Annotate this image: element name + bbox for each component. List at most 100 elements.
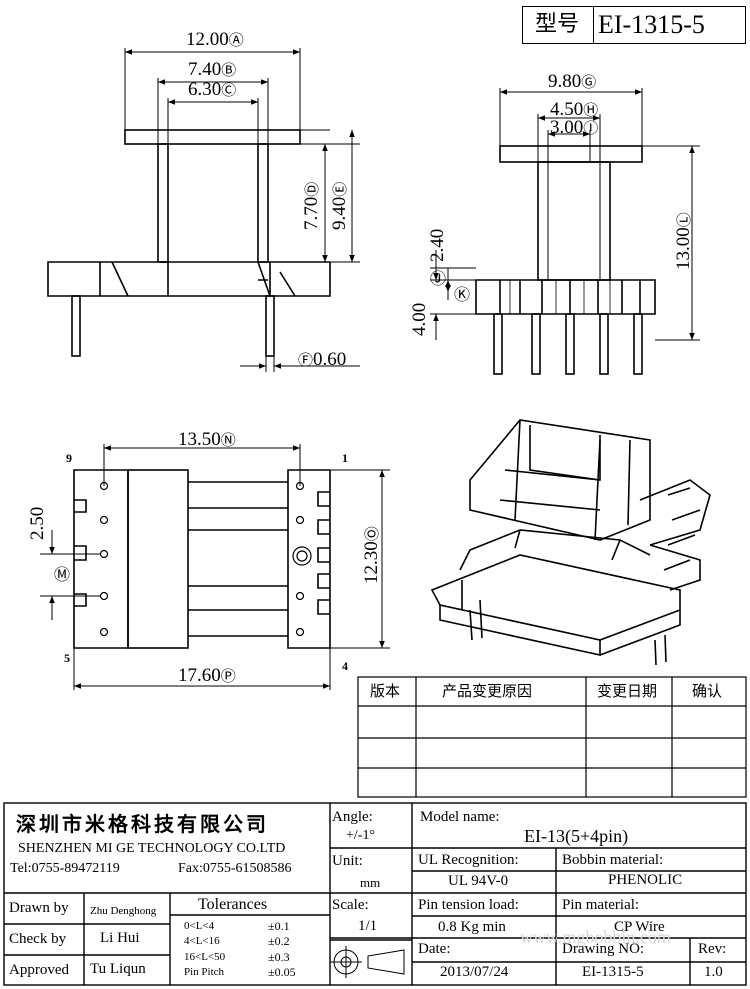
pin-label-9: 9 [66,451,72,465]
tol-value-4: ±0.05 [268,965,296,979]
pin-label-5: 5 [64,651,70,665]
ul-label: UL Recognition: [418,852,519,868]
rev-col-confirm: 确认 [692,682,723,700]
date-label: Date: [418,941,451,957]
bobbin-material-label: Bobbin material: [562,852,664,868]
header-box [522,5,746,44]
model-value: EI-13(5+4pin) [524,826,629,846]
dim-a-letter: Ⓐ [228,33,244,49]
revision-table [357,676,747,798]
tol-value-1: ±0.1 [268,919,290,933]
dim-k-value: 4.00 [409,302,430,336]
dim-b: 7.40Ⓑ [188,60,236,79]
part-number-title: EI-1315-5 [598,10,705,39]
dim-o-value: 12.30 [361,541,382,584]
dim-j-value: 2.40 [427,228,448,262]
tolerances-title: Tolerances [198,896,268,913]
bottom-dims [40,444,390,690]
dim-h-letter: Ⓗ [583,103,599,119]
company-tel: Tel:0755-89472119 [10,861,120,876]
dim-f-value: 0.60 [313,349,347,370]
type-label: 型号 [535,12,580,37]
dim-b-letter: Ⓑ [221,63,237,79]
rev-col-reason: 产品变更原因 [442,682,533,700]
dim-f: Ⓕ0.60 [298,350,346,369]
dim-o: 12.30Ⓞ [361,526,382,584]
company-name-en: SHENZHEN MI GE TECHNOLOGY CO.LTD [18,841,286,856]
company-fax: Fax:0755-61508586 [178,861,292,876]
dim-d: 7.70Ⓓ [301,181,322,230]
rev-value: 1.0 [704,964,723,980]
dim-l-letter: Ⓛ [677,212,693,228]
unit-value: mm [360,875,381,890]
dim-n-value: 13.50 [178,429,221,450]
dim-a: 12.00Ⓐ [186,30,244,49]
scale-value: 1/1 [358,918,378,934]
dim-i-letter: Ⓘ [583,121,599,137]
pin-tension-value: 0.8 Kg min [438,919,506,935]
company-name-cn: 深圳市米格科技有限公司 [16,812,269,836]
dim-h: 4.50Ⓗ [550,100,598,119]
front-dims [124,48,360,372]
dim-i-value: 3.00 [550,117,584,138]
watermark-url: www.mgbobbin.com [520,927,671,947]
dim-b-value: 7.40 [188,59,222,80]
pin-label-1: 1 [342,451,348,465]
dim-g-value: 9.80 [548,71,582,92]
dim-h-value: 4.50 [550,99,584,120]
approved-name: Tu Liqun [90,961,146,977]
dim-l: 13.00Ⓛ [673,212,694,270]
projection-symbol [330,946,405,978]
side-view [475,145,656,375]
bottom-view [73,469,331,649]
pin-material-label: Pin material: [562,897,640,913]
pin-material-value: CP Wire [614,919,665,935]
dim-p-value: 17.60 [178,665,221,686]
dim-e-letter: Ⓔ [333,181,349,197]
drawn-by-label: Drawn by [9,900,69,916]
unit-label: Unit: [332,853,363,869]
bobbin-material-value: PHENOLIC [608,872,683,888]
bottom-pins [99,481,312,637]
approved-label: Approved [9,962,69,978]
tol-range-3: 16<L<50 [184,951,226,963]
dim-p: 17.60Ⓟ [178,666,236,685]
dim-m-letter: Ⓜ [54,567,71,584]
isometric-view [430,419,711,666]
dim-a-value: 12.00 [186,29,229,50]
dim-f-letter: Ⓕ [298,353,314,369]
dim-d-letter: Ⓓ [305,181,321,197]
angle-value: +/-1° [346,828,376,843]
rev-label: Rev: [698,941,727,957]
ul-value: UL 94V-0 [448,873,509,889]
tol-range-2: 4<L<16 [184,935,220,947]
rev-col-version: 版本 [370,682,401,700]
front-view [47,129,331,297]
dim-l-value: 13.00 [673,227,694,270]
dim-n-letter: Ⓝ [220,433,236,449]
drawing-no-label: Drawing NO: [562,941,645,957]
dim-n: 13.50Ⓝ [178,430,236,449]
header-divider [593,5,595,44]
model-label: Model name: [420,809,500,825]
dim-c-letter: Ⓒ [221,83,237,99]
tol-range-1: 0<L<4 [184,920,215,932]
tol-value-2: ±0.2 [268,934,290,948]
scale-label: Scale: [332,897,369,913]
tol-value-3: ±0.3 [268,950,290,964]
dim-m-value: 2.50 [27,506,48,540]
dim-i: 3.00Ⓘ [550,118,598,137]
dim-k-letter: Ⓚ [454,287,471,304]
date-value: 2013/07/24 [440,964,509,980]
dim-d-value: 7.70 [301,196,322,230]
tol-range-4: Pin Pitch [184,966,225,978]
dim-o-letter: Ⓞ [365,526,381,542]
dim-g-letter: Ⓖ [581,75,597,91]
check-by-name: Li Hui [100,930,140,946]
drawn-by-name: Zhu Denghong [90,905,157,917]
angle-label: Angle: [332,809,373,825]
rev-col-date: 变更日期 [597,682,658,700]
dim-c: 6.30Ⓒ [188,80,236,99]
check-by-label: Check by [9,931,67,947]
dim-e: 9.40Ⓔ [329,181,350,230]
